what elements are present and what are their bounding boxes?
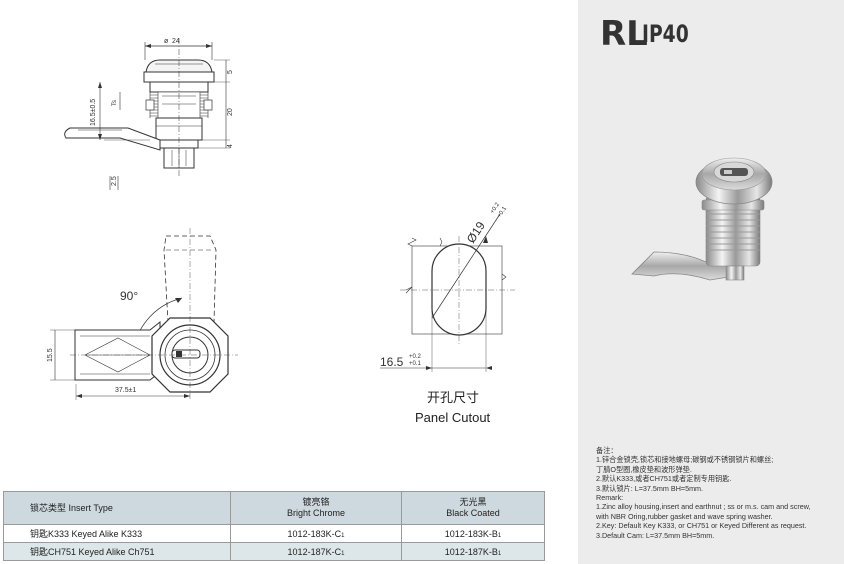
front-view: 90° 15.5 37.5±1 (47, 228, 238, 400)
side-view: 24 ø (64, 38, 234, 190)
dim-diameter-top: 24 (172, 38, 180, 45)
dim-4: 4 (227, 144, 234, 148)
product-photo (631, 157, 773, 281)
dim-length: 37.5±1 (115, 387, 136, 394)
header-black-coated: 无光黑 Black Coated (401, 491, 545, 525)
rl-badge: RL (600, 14, 648, 54)
dim-cutout-width: 16.5 (380, 355, 404, 369)
dim-cutout-width-tol-lower: +0.1 (409, 361, 422, 367)
ip40-badge: IP40 (642, 20, 689, 48)
technical-drawing: 24 ø (47, 38, 515, 425)
product-info-panel: RL IP40 (578, 0, 844, 564)
header-black-coated-cn: 无光黑 (459, 497, 487, 507)
table-header-row: 锁芯类型 Insert Type 镀亮铬 Bright Chrome 无光黑 B… (3, 491, 545, 525)
dim-20: 20 (227, 108, 234, 116)
dim-angle: 90° (120, 289, 138, 303)
dim-2-5: 2.5 (111, 176, 118, 186)
remark-line: 丁腈O型圈,橡皮垫和波形弹垫. (596, 464, 692, 474)
insert-type-cell: 钥匙CH751 Keyed Alike Ch751 (3, 542, 231, 561)
dim-height-16-5: 16.5±0.5 (90, 99, 97, 126)
remarks-heading: 备注： (596, 446, 618, 455)
dim-ts: Ts (112, 100, 118, 106)
remark-line: 2.Key: Default Key K333, or CH751 or Key… (596, 521, 807, 531)
remark-line: 3.Default Cam: L=37.5mm BH=5mm. (596, 530, 715, 540)
black-part-cell: 1012-187K-B1 (401, 542, 545, 561)
panel-cutout-view: Ø19 +0.2 +0.1 16.5 +0.2 +0.1 开孔尺寸 Panel … (380, 201, 515, 425)
table-row: 钥匙K333 Keyed Alike K333 1012-183K-C1 101… (3, 524, 545, 543)
dim-cutout-width-tol-upper: +0.2 (409, 354, 422, 360)
remark-line: 2.默认K333,或者CH751或者定制专用钥匙. (596, 474, 732, 484)
header-bright-chrome-cn: 镀亮铬 (302, 497, 330, 507)
header-black-coated-en: Black Coated (446, 508, 500, 518)
cutout-title-en: Panel Cutout (415, 410, 491, 425)
remark-line: Remark: (596, 493, 624, 503)
remark-line: 1.锌合金锁壳,锁芯和接地螺母;碳钢或不锈钢锁片和螺丝; (596, 455, 774, 465)
cutout-title-cn: 开孔尺寸 (427, 390, 479, 405)
header-bright-chrome-en: Bright Chrome (286, 508, 346, 518)
insert-type-cell: 钥匙K333 Keyed Alike K333 (3, 524, 231, 543)
dim-5: 5 (227, 70, 234, 74)
svg-text:ø: ø (164, 38, 169, 45)
remarks: 备注： 1.锌合金锁壳,锁芯和接地螺母;碳钢或不锈钢锁片和螺丝; 丁腈O型圈,橡… (596, 446, 840, 540)
dim-15-5: 15.5 (47, 348, 54, 362)
header-bright-chrome: 镀亮铬 Bright Chrome (230, 491, 402, 525)
remark-line: 3.默认锁片: L=37.5mm BH=5mm. (596, 483, 704, 493)
black-part-cell: 1012-183K-B1 (401, 524, 545, 543)
remark-line: 1.Zinc alloy housing,insert and earthnut… (596, 502, 811, 512)
dim-cutout-diameter-tol-lower: +0.1 (497, 205, 509, 219)
chrome-part-cell: 1012-187K-C1 (230, 542, 402, 561)
part-number-table: 锁芯类型 Insert Type 镀亮铬 Bright Chrome 无光黑 B… (3, 491, 545, 561)
remark-line: with NBR Oring,rubber gasket and wave sp… (596, 511, 773, 521)
header-insert-type: 锁芯类型 Insert Type (3, 491, 231, 525)
dim-cutout-diameter-tol-upper: +0.2 (490, 201, 502, 215)
table-row: 钥匙CH751 Keyed Alike Ch751 1012-187K-C1 1… (3, 542, 545, 561)
chrome-part-cell: 1012-183K-C1 (230, 524, 402, 543)
